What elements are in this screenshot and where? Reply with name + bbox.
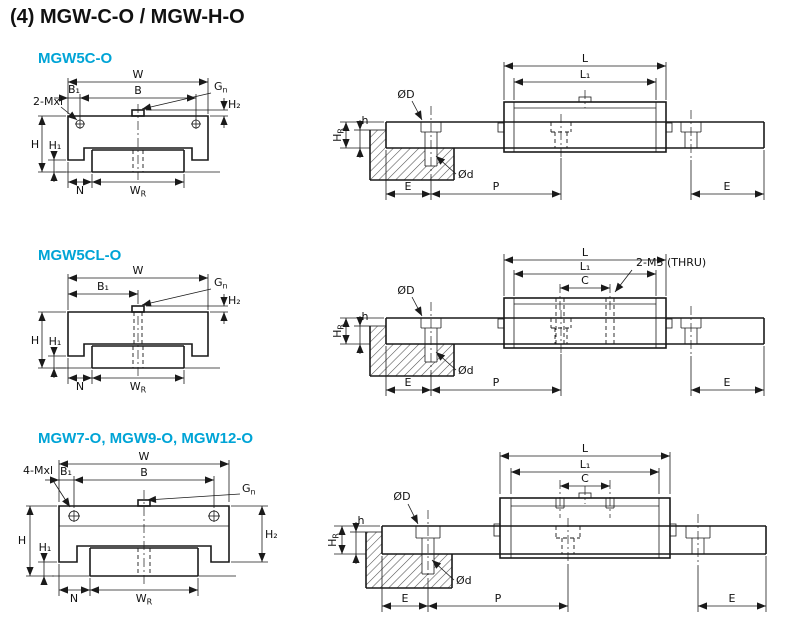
dim-label-b1: B₁: [68, 83, 80, 96]
dimension-lines: [342, 62, 764, 198]
dim-label-h2: H₂: [265, 528, 278, 541]
block-side: [497, 284, 673, 349]
rail-side: [385, 317, 765, 345]
dim-label-e-left: E: [405, 180, 412, 193]
dim-label-h2: H₂: [228, 98, 241, 111]
dim-label-e-right: E: [729, 592, 736, 605]
dim-label-n: N: [76, 380, 84, 393]
dim-label-h-step: h: [362, 310, 369, 323]
dim-label-wr: WR: [136, 592, 153, 607]
block-side: [497, 90, 673, 153]
dim-label-b: B: [140, 466, 148, 479]
dim-label-e-right: E: [724, 180, 731, 193]
mgw5c-cross-section-drawing: W B B₁ 2-Mxl Gn H₂ H H₁ N WR: [31, 68, 241, 199]
dim-label-e-left: E: [402, 592, 409, 605]
dim-label-l: L: [582, 246, 589, 259]
model-heading-mgw5c: MGW5C-O: [38, 50, 113, 67]
dim-label-od-counterbore: ØD: [397, 284, 414, 297]
dim-label-od-hole: Ød: [458, 364, 474, 377]
dim-label-hr: HR: [326, 533, 341, 547]
dimension-lines: [342, 256, 764, 394]
callout-2-m3-thru: 2-M3 (THRU): [636, 256, 706, 269]
mgw5c-side-view-drawing: L L₁ ØD Ød HR h E P E: [331, 52, 765, 200]
dim-label-p: P: [493, 180, 500, 193]
callout-4mxl: 4-Mxl: [23, 464, 53, 477]
rail-bolt-holes: [420, 302, 702, 372]
mgw7-cross-section-drawing: W B B₁ 4-Mxl Gn H₂ H H₁ N WR: [18, 450, 278, 607]
dim-label-h: H: [31, 334, 39, 347]
base-section: [365, 531, 453, 589]
dim-label-p: P: [493, 376, 500, 389]
dimension-lines: [26, 460, 266, 594]
dim-label-hr: HR: [331, 324, 346, 338]
dim-label-w: W: [133, 68, 144, 81]
centerlines: [137, 490, 151, 584]
dim-label-n: N: [70, 592, 78, 605]
dim-label-w: W: [133, 264, 144, 277]
dim-label-h: H: [18, 534, 26, 547]
dim-label-e-left: E: [405, 376, 412, 389]
dim-label-h-step: h: [362, 114, 369, 127]
model-heading-mgw7-9-12: MGW7-O, MGW9-O, MGW12-O: [38, 430, 253, 447]
rail-bolt-holes: [420, 106, 702, 176]
dimension-lines: [38, 78, 228, 186]
rail-side: [385, 121, 765, 149]
dim-label-p: P: [495, 592, 502, 605]
dim-label-wr: WR: [130, 380, 147, 395]
dim-label-od-counterbore: ØD: [393, 490, 410, 503]
mgw7-side-view-drawing: L L₁ C ØD Ød HR h E P E: [326, 442, 767, 612]
dim-label-b1: B₁: [97, 280, 109, 293]
dim-label-e-right: E: [724, 376, 731, 389]
dim-label-h1: H₁: [39, 541, 52, 554]
dim-label-w: W: [139, 450, 150, 463]
dim-label-od-hole: Ød: [458, 168, 474, 181]
dim-label-wr: WR: [130, 184, 147, 199]
dim-label-b: B: [134, 84, 142, 97]
dimension-lines: [338, 452, 766, 610]
dim-label-h: H: [31, 138, 39, 151]
centerlines: [132, 104, 144, 180]
dim-label-od-hole: Ød: [456, 574, 472, 587]
dim-label-l1: L₁: [580, 68, 591, 81]
callout-2mxl: 2-Mxl: [33, 95, 63, 108]
dim-label-l1: L₁: [580, 260, 591, 273]
dim-label-c: C: [581, 274, 589, 287]
dim-label-h2: H₂: [228, 294, 241, 307]
dim-label-b1: B₁: [60, 465, 72, 478]
dim-label-l1: L₁: [580, 458, 591, 471]
mgw5cl-cross-section-drawing: W B₁ Gn H₂ H H₁ N WR: [31, 264, 241, 395]
dimension-lines: [38, 274, 228, 382]
page-title: (4) MGW-C-O / MGW-H-O: [10, 6, 245, 28]
dim-label-c: C: [581, 472, 589, 485]
rail-bolt-holes: [415, 510, 711, 584]
mgw5cl-side-view-drawing: L L₁ C 2-M3 (THRU) ØD Ød HR h E P E: [331, 246, 765, 396]
dim-label-l: L: [582, 52, 589, 65]
block-outline: [58, 499, 230, 563]
dim-label-hr: HR: [331, 128, 346, 142]
callout-gn: Gn: [214, 276, 228, 291]
callout-gn: Gn: [214, 80, 228, 95]
dim-label-l: L: [582, 442, 589, 455]
dim-label-n: N: [76, 184, 84, 197]
dim-label-h-step: h: [358, 514, 365, 527]
block-outline: [67, 305, 209, 357]
centerlines: [132, 316, 144, 376]
callout-gn: Gn: [242, 482, 256, 497]
block-side: [493, 480, 677, 559]
dim-label-h1: H₁: [49, 335, 62, 348]
model-heading-mgw5cl: MGW5CL-O: [38, 247, 122, 264]
base-section: [369, 325, 455, 377]
base-section: [369, 129, 455, 181]
dim-label-od-counterbore: ØD: [397, 88, 414, 101]
dim-label-h1: H₁: [49, 139, 62, 152]
